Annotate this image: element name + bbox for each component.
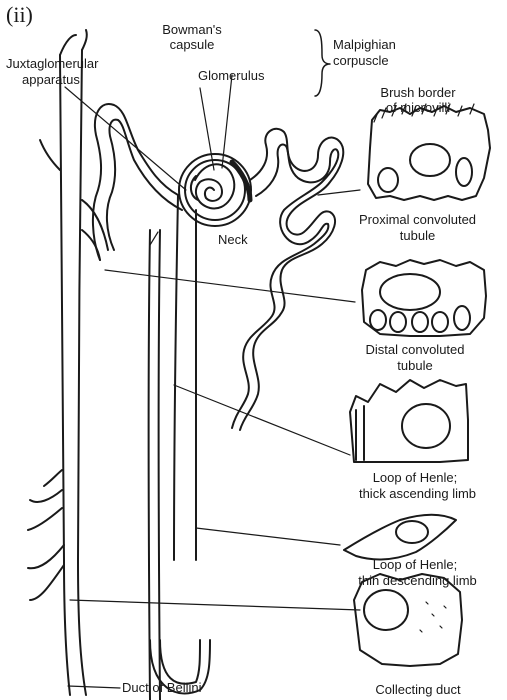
distal-cell-diagram bbox=[362, 260, 486, 336]
malpighian-label-2: corpuscle bbox=[333, 53, 389, 68]
leader-lines bbox=[65, 75, 360, 688]
bowmans-capsule-label-1: Bowman's bbox=[142, 22, 242, 37]
collecting-duct-label: Collecting duct bbox=[338, 682, 498, 697]
thick-henle-label-1: Loop of Henle; bbox=[330, 470, 500, 485]
thin-limb-cell-diagram bbox=[344, 515, 456, 560]
juxtaglomerular-label-1: Juxtaglomerular bbox=[6, 56, 99, 71]
brush-border-label-2: of microvilli bbox=[348, 100, 488, 115]
proximal-cell-diagram bbox=[368, 104, 490, 200]
proximal-tubule bbox=[232, 129, 343, 430]
glomerulus-label: Glomerulus bbox=[198, 68, 264, 83]
glomerulus-shape bbox=[179, 154, 251, 226]
juxtaglomerular-label-2: apparatus bbox=[22, 72, 80, 87]
connecting-tubule bbox=[82, 200, 108, 260]
brush-border-label-1: Brush border bbox=[348, 85, 488, 100]
thick-limb-cell-diagram bbox=[350, 380, 468, 462]
collecting-duct-tube bbox=[28, 30, 87, 695]
proximal-label-2: tubule bbox=[330, 228, 505, 243]
thin-henle-label-1: Loop of Henle; bbox=[330, 557, 500, 572]
thick-ascending-limb bbox=[174, 195, 196, 560]
panel-label: (ii) bbox=[6, 2, 33, 28]
duct-of-bellini-label: Duct of Bellini bbox=[122, 680, 201, 695]
thin-descending-limb bbox=[149, 230, 161, 700]
malpighian-label-1: Malpighian bbox=[333, 37, 396, 52]
bowmans-capsule-label-2: capsule bbox=[142, 37, 242, 52]
neck-label: Neck bbox=[218, 232, 248, 247]
distal-label-2: tubule bbox=[330, 358, 500, 373]
distal-label-1: Distal convoluted bbox=[330, 342, 500, 357]
proximal-label-1: Proximal convoluted bbox=[330, 212, 505, 227]
thin-henle-label-2: thin descending limb bbox=[330, 573, 505, 588]
malpighian-brace bbox=[315, 30, 330, 96]
thick-henle-label-2: thick ascending limb bbox=[330, 486, 505, 501]
distal-tubule bbox=[93, 104, 182, 260]
